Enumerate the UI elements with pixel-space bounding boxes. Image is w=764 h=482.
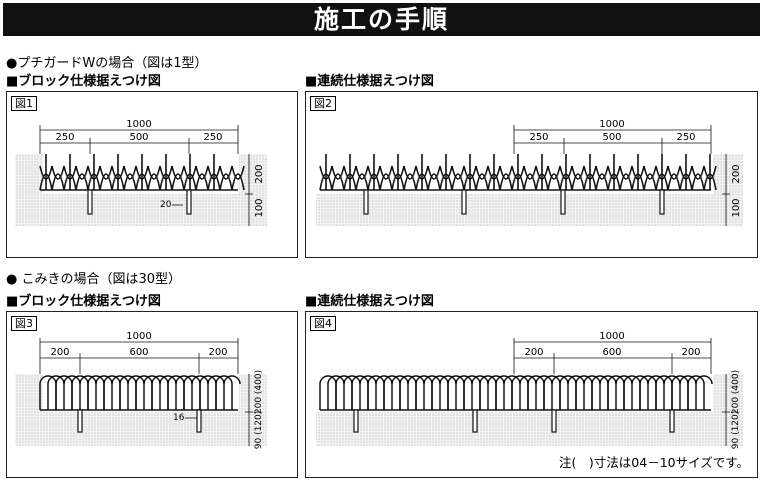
dim-total: 1000: [126, 331, 151, 342]
fig1-caption: ■ブロック仕様据えつけ図: [6, 74, 161, 89]
fence-lattice: [39, 154, 245, 191]
fig2-drawing: 1000 250 500 250 200 100: [316, 119, 743, 226]
fig3-label: 図3: [11, 316, 37, 331]
dim-height-bottom: 90 (120): [731, 411, 741, 450]
dim-center: 600: [602, 347, 621, 358]
fig2-label: 図2: [310, 96, 336, 111]
dimension-lines: [39, 338, 253, 446]
dim-right: 200: [681, 347, 700, 358]
fig4-panel: 1000 200 600 200 200 (400) 90 (120) 図4 注…: [305, 311, 758, 478]
dim-right: 250: [676, 132, 695, 143]
fence-arches: [39, 375, 241, 411]
ground: [15, 412, 267, 446]
dim-left: 250: [55, 132, 74, 143]
ground: [15, 194, 267, 226]
fig4-drawing: 1000 200 600 200 200 (400) 90 (120): [316, 331, 743, 450]
dimension-lines: [513, 125, 730, 226]
dim-height-bottom: 100: [731, 198, 742, 217]
dim-center: 600: [129, 347, 148, 358]
fence-lattice: [319, 154, 717, 191]
dim-left: 200: [50, 347, 69, 358]
dim-height-top: 200 (400): [731, 370, 741, 414]
dim-post: 16: [173, 413, 185, 423]
dim-left: 200: [524, 347, 543, 358]
dim-height-top: 200: [254, 164, 265, 183]
ground: [316, 194, 743, 226]
dim-total: 1000: [126, 119, 151, 130]
fence-arches: [319, 375, 713, 411]
fig3-drawing: 1000 200 600 200 200 (400) 90 (120) 16: [15, 331, 267, 450]
fig2-panel: 1000 250 500 250 200 100 図2: [305, 91, 758, 258]
fig2-caption: ■連続仕様据えつけ図: [305, 74, 434, 89]
fence-posts: [77, 409, 202, 433]
fig3-caption: ■ブロック仕様据えつけ図: [6, 294, 161, 309]
dim-total: 1000: [599, 119, 624, 130]
fig4-label: 図4: [310, 316, 336, 331]
size-note: 注( )寸法は04－10サイズです。: [559, 455, 749, 470]
dim-right: 250: [203, 132, 222, 143]
fig4-caption: ■連続仕様据えつけ図: [305, 294, 434, 309]
dim-center: 500: [602, 132, 621, 143]
dimension-lines: [39, 125, 253, 226]
dim-center: 500: [129, 132, 148, 143]
dim-height-bottom: 100: [254, 198, 265, 217]
fig3-panel: 1000 200 600 200 200 (400) 90 (120) 16 図…: [6, 311, 298, 478]
fence-posts: [353, 409, 675, 433]
fig1-drawing: 1000 250 500 250 200 100 20: [15, 119, 267, 226]
page-title: 施工の手順: [3, 3, 760, 36]
dim-post: 20: [160, 200, 172, 210]
fence-posts: [87, 189, 192, 215]
dim-total: 1000: [599, 331, 624, 342]
dim-left: 250: [529, 132, 548, 143]
dimension-lines: [513, 338, 730, 446]
fig1-panel: 1000 250 500 250 200 100 20 図1: [6, 91, 298, 258]
section-w-heading: ●プチガードWの場合（図は1型）: [6, 56, 208, 71]
section-komiki-heading: ● こみきの場合（図は30型）: [6, 272, 182, 287]
dim-height-top: 200: [731, 164, 742, 183]
dim-height-top: 200 (400): [254, 370, 264, 414]
fig1-label: 図1: [11, 96, 37, 111]
dim-height-bottom: 90 (120): [254, 411, 264, 450]
ground: [316, 412, 743, 446]
fence-posts: [363, 189, 665, 215]
dim-right: 200: [208, 347, 227, 358]
